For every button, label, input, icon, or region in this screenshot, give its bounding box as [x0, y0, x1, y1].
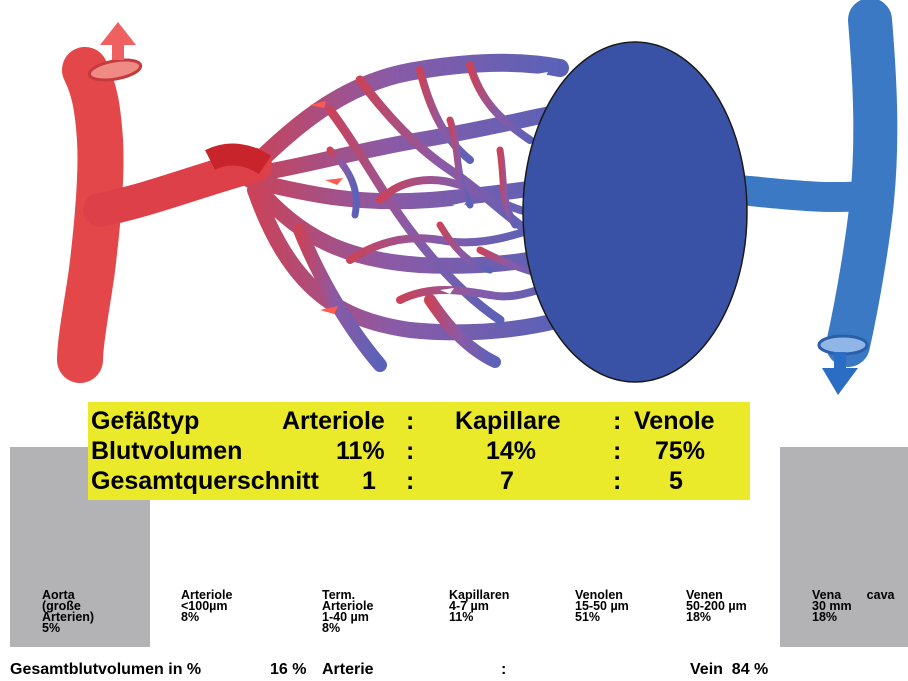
footer-artery-value: 16 % — [270, 661, 306, 679]
row-blood-volume: Blutvolumen 11% : 14% : 75% — [88, 436, 750, 466]
label-veins: Venen 50-200 µm 18% — [686, 590, 747, 623]
separator: : — [613, 436, 621, 466]
value-arteriole-cross-section: 1 — [362, 466, 376, 496]
label-cross-section: Gesamtquerschnitt — [91, 466, 319, 496]
capillary-network — [250, 63, 560, 365]
label-vessel-type: Gefäßtyp — [91, 406, 199, 436]
vessel-network-illustration — [0, 0, 908, 400]
footer-total-volume-label: Gesamtblutvolumen in % — [10, 661, 201, 679]
row-cross-section: Gesamtquerschnitt 1 : 7 : 5 — [88, 466, 750, 496]
label-arteriole: Arteriole <100µm 8% — [181, 590, 232, 623]
label-blood-volume: Blutvolumen — [91, 436, 242, 466]
vein — [740, 20, 875, 395]
separator: : — [613, 406, 621, 436]
row-vessel-type: Gefäßtyp Arteriole : Kapillare : Venole — [88, 406, 750, 436]
value-capillary: Kapillare — [455, 406, 561, 436]
vessel-comparison-table: Gefäßtyp Arteriole : Kapillare : Venole … — [88, 402, 750, 500]
separator: : — [406, 436, 414, 466]
artery — [80, 22, 265, 360]
blue-oval-overlay — [523, 42, 747, 382]
value-venule-cross-section: 5 — [669, 466, 683, 496]
value-arteriole: Arteriole — [282, 406, 385, 436]
value-venule-volume: 75% — [655, 436, 705, 466]
value-capillary-volume: 14% — [486, 436, 536, 466]
label-vena-cava: Vena cava 30 mm 18% — [812, 590, 894, 623]
value-arteriole-volume: 11% — [336, 436, 385, 466]
label-aorta: Aorta (große Arterien) 5% — [42, 590, 94, 634]
footer-separator: : — [501, 661, 506, 679]
label-capillaries: Kapillaren 4-7 µm 11% — [449, 590, 509, 623]
footer-artery-label: Arterie — [322, 661, 374, 679]
value-venule: Venole — [634, 406, 715, 436]
label-terminal-arteriole: Term. Arteriole 1-40 µm 8% — [322, 590, 373, 634]
separator: : — [613, 466, 621, 496]
label-venules: Venolen 15-50 µm 51% — [575, 590, 629, 623]
footer-vein-value: Vein 84 % — [690, 661, 768, 679]
separator: : — [406, 406, 414, 436]
value-capillary-cross-section: 7 — [500, 466, 514, 496]
separator: : — [406, 466, 414, 496]
